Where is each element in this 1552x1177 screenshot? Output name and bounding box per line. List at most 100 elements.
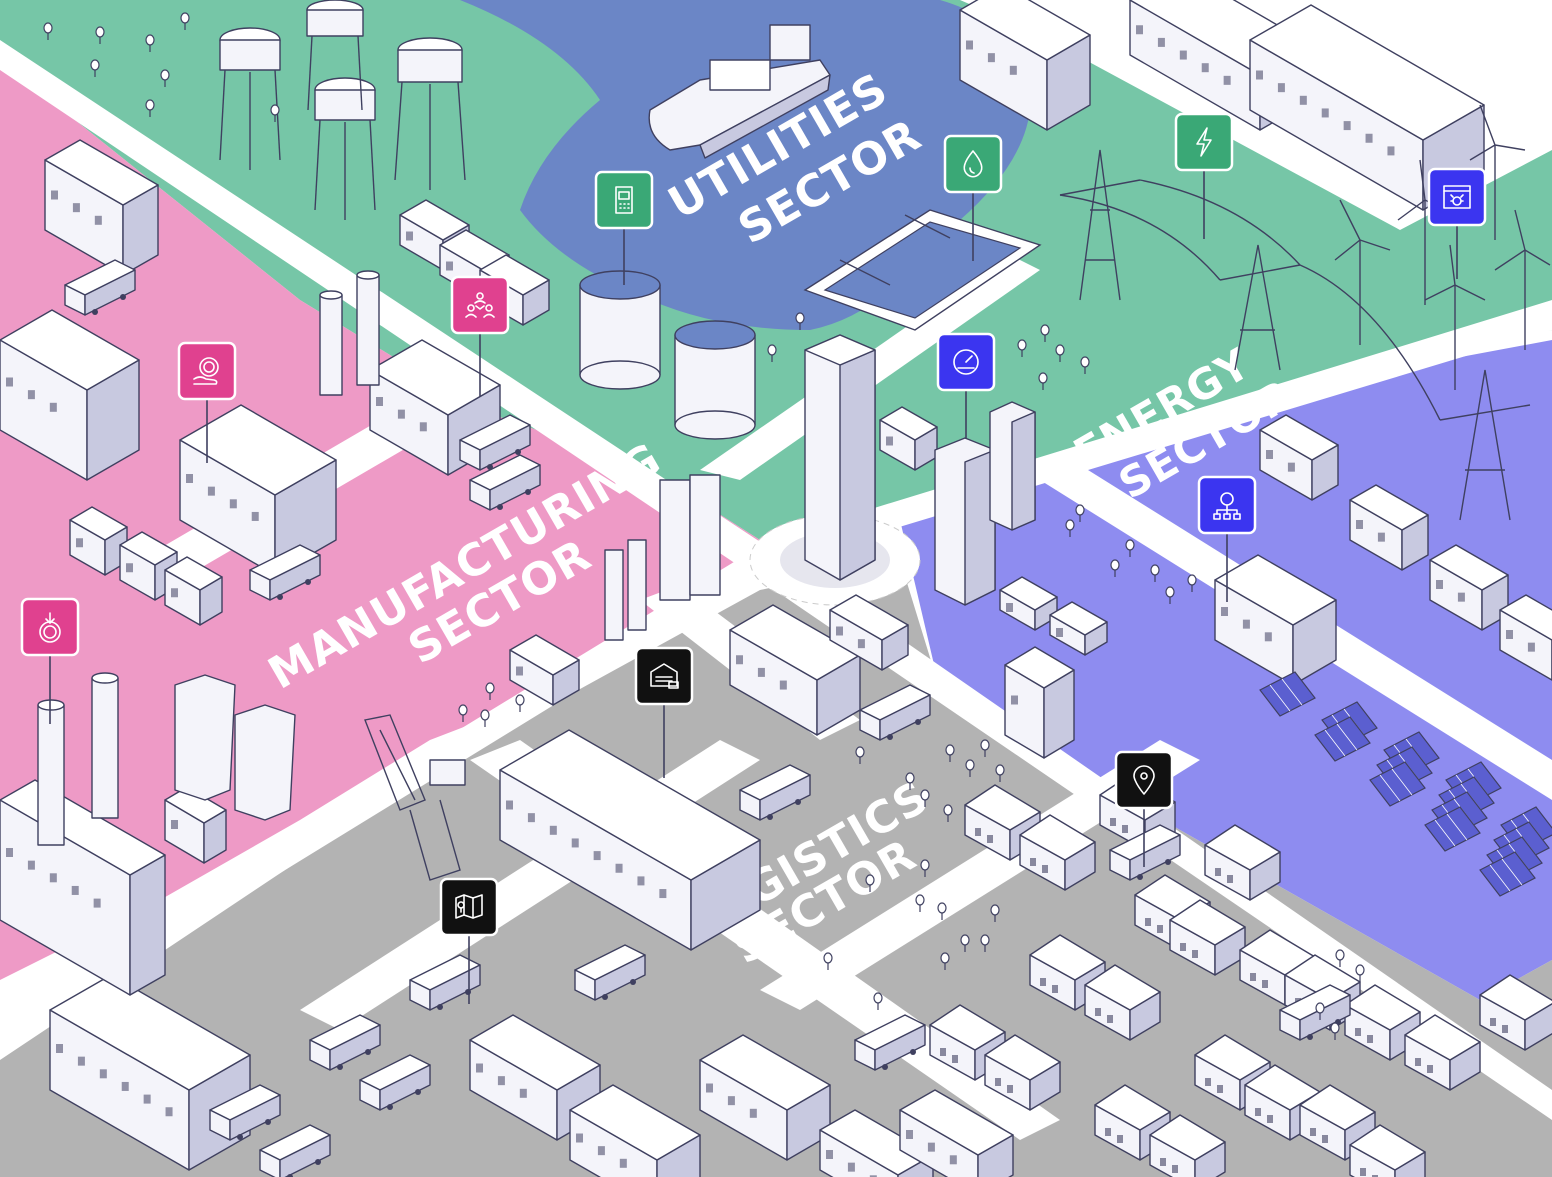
skyscraper-b	[934, 437, 996, 606]
sector-marker-lightning-bolt[interactable]	[1174, 112, 1234, 239]
truck	[309, 1014, 381, 1071]
house	[1084, 964, 1161, 1041]
truck	[739, 764, 811, 821]
house	[1479, 974, 1552, 1051]
tree	[823, 952, 833, 970]
tree	[180, 12, 190, 30]
control-tower	[1004, 646, 1075, 759]
tree	[915, 894, 925, 912]
water-drop-icon	[963, 150, 983, 178]
sector-marker-location-pin[interactable]	[1114, 750, 1174, 867]
harbor-crane	[364, 714, 466, 881]
tree	[458, 704, 468, 722]
tree	[270, 104, 280, 122]
sector-marker-network-globe[interactable]	[1197, 475, 1257, 602]
kiosk	[509, 634, 580, 706]
tree	[1165, 586, 1175, 604]
charging-station	[1259, 414, 1339, 501]
tree	[1075, 504, 1085, 522]
tree	[943, 804, 953, 822]
logistics-ground	[0, 560, 1552, 1177]
tree	[1315, 1002, 1325, 1020]
wind-turbine	[1334, 199, 1391, 345]
marker-badge[interactable]	[594, 170, 654, 230]
tree	[1038, 372, 1048, 390]
tree	[937, 902, 947, 920]
water-treatment-pool	[803, 209, 1042, 331]
sector-marker-map-route[interactable]	[439, 877, 499, 1004]
sector-marker-warehouse-truck[interactable]	[634, 646, 694, 778]
marker-badge[interactable]	[1174, 112, 1234, 172]
warehouse-truck-icon	[650, 663, 679, 689]
tree	[515, 694, 525, 712]
tree	[945, 744, 955, 762]
cargo-ship	[648, 24, 831, 159]
solar-panel-field	[1259, 671, 1552, 897]
marker-badge[interactable]	[1114, 750, 1174, 810]
water-tower	[219, 27, 281, 170]
sector-marker-team-exchange[interactable]	[450, 275, 510, 397]
tree	[1330, 1022, 1340, 1040]
house	[1019, 814, 1096, 891]
solar-panel	[1479, 851, 1536, 897]
utility-box	[1049, 601, 1108, 656]
truck	[859, 684, 931, 741]
tree	[905, 772, 915, 790]
sector-marker-gear-download[interactable]	[20, 597, 80, 724]
tree	[980, 934, 990, 952]
skyscraper-c	[989, 401, 1036, 531]
sector-marker-gauge[interactable]	[936, 332, 996, 439]
marker-badge[interactable]	[439, 877, 499, 937]
truck	[1109, 824, 1181, 881]
office-building	[44, 139, 159, 276]
marker-badge[interactable]	[20, 597, 80, 657]
marker-badge[interactable]	[450, 275, 510, 335]
smokestack	[356, 270, 380, 386]
team-exchange-icon	[465, 292, 495, 318]
network-globe-icon	[1213, 492, 1241, 520]
charging-station	[1499, 594, 1552, 681]
sector-marker-gear-hand[interactable]	[177, 341, 237, 463]
warehouse-hangar	[0, 309, 140, 481]
cooling-towers	[174, 674, 296, 821]
marker-badge[interactable]	[634, 646, 694, 706]
storage-shed	[164, 556, 223, 626]
office-block	[1214, 554, 1337, 686]
browser-bug-icon	[1443, 185, 1471, 209]
tree	[90, 59, 100, 77]
lightning-bolt-icon	[1196, 127, 1212, 157]
sector-marker-handheld-meter[interactable]	[594, 170, 654, 285]
tree	[1055, 344, 1065, 362]
tree	[1355, 964, 1365, 982]
handheld-meter-icon	[615, 186, 633, 214]
sector-marker-water-drop[interactable]	[943, 134, 1003, 261]
tree	[145, 34, 155, 52]
solar-panel	[1369, 761, 1426, 807]
truck	[469, 454, 541, 511]
road-logistics-cross-2	[760, 740, 1200, 1010]
water-tower	[306, 0, 364, 111]
truck	[409, 954, 481, 1011]
row-building	[899, 1089, 1014, 1177]
house	[984, 1034, 1061, 1111]
truck	[574, 944, 646, 1001]
truck	[209, 1084, 281, 1141]
silos	[604, 474, 721, 641]
tree	[480, 709, 490, 727]
charging-station	[1349, 484, 1429, 571]
tree	[43, 22, 53, 40]
truck	[1279, 984, 1351, 1041]
skyscraper-main	[804, 334, 876, 581]
tree	[990, 904, 1000, 922]
sector-marker-browser-bug[interactable]	[1427, 167, 1487, 279]
tree	[795, 312, 805, 330]
marker-badge[interactable]	[943, 134, 1003, 194]
tree	[1040, 324, 1050, 342]
skyscrapers	[804, 334, 1036, 606]
power-pylons	[1059, 149, 1531, 521]
pump-house	[959, 0, 1091, 131]
tree	[485, 682, 495, 700]
